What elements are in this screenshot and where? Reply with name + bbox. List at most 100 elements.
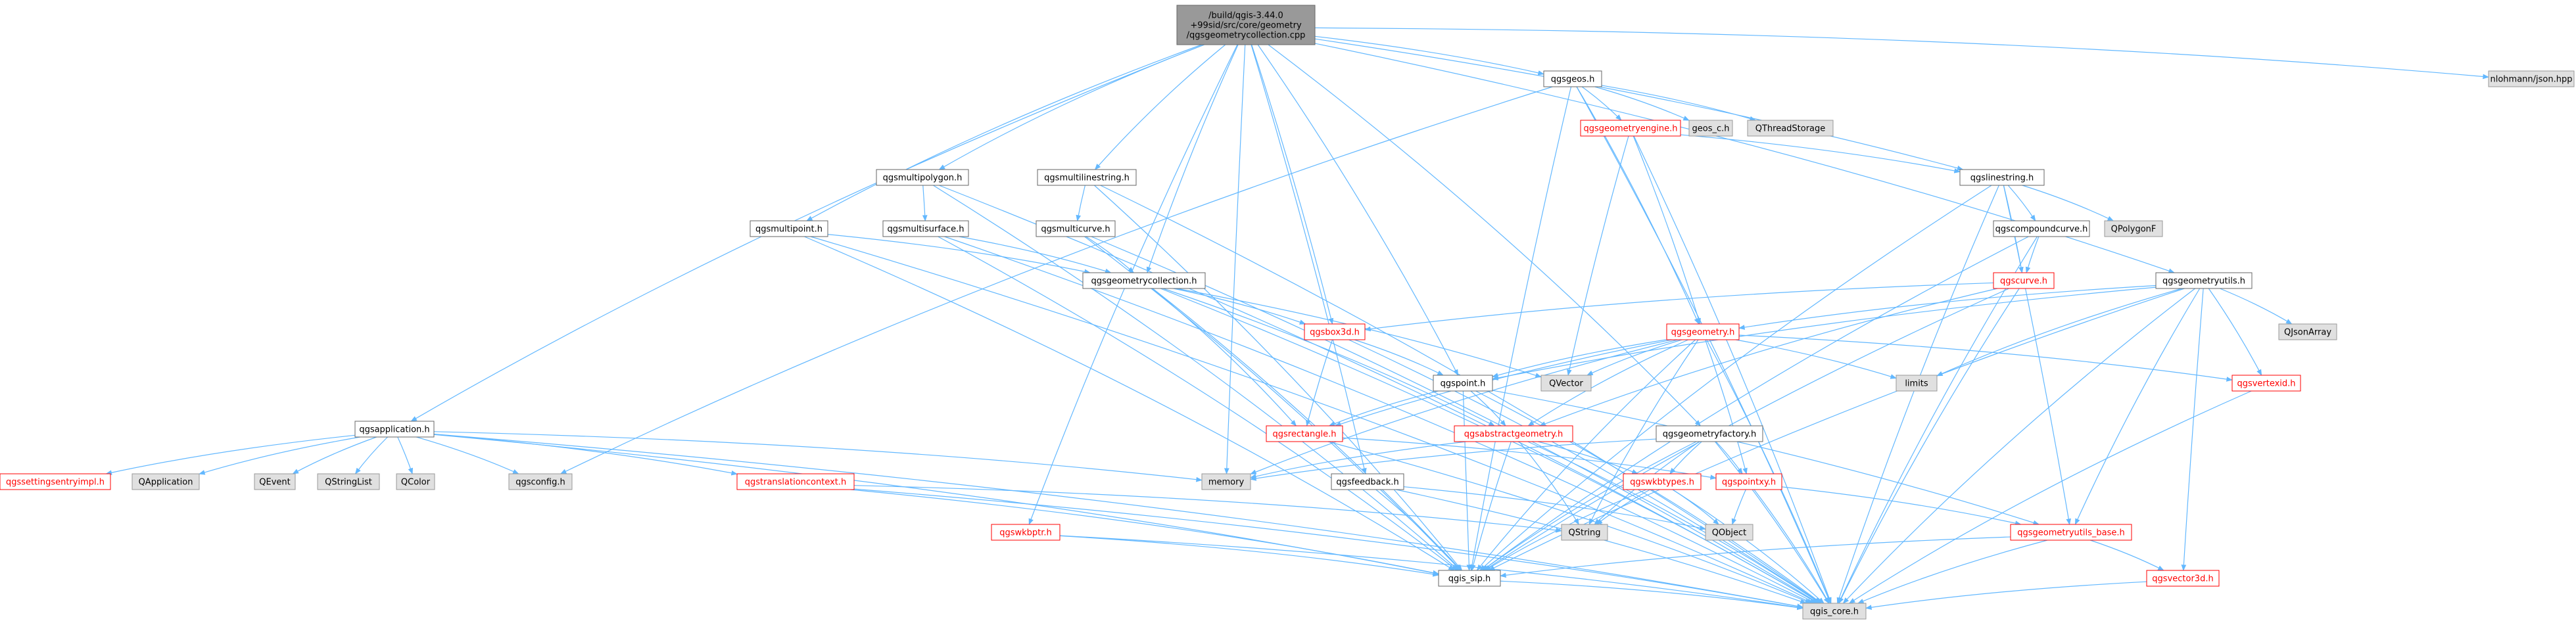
node-qgis_core[interactable]: qgis_core.h <box>1802 603 1867 620</box>
node-root[interactable]: /build/qgis-3.44.0+99sid/src/core/geomet… <box>1176 5 1316 45</box>
node-qgsrectangle[interactable]: qgsrectangle.h <box>1266 425 1343 442</box>
node-limits[interactable]: limits <box>1896 375 1938 392</box>
node-qgsmultipolygon[interactable]: qgsmultipolygon.h <box>876 169 969 186</box>
node-qstring[interactable]: QString <box>1561 524 1608 541</box>
node-qgsgeometryutils[interactable]: qgsgeometryutils.h <box>2155 272 2253 289</box>
node-qgsgeometry[interactable]: qgsgeometry.h <box>1666 323 1740 340</box>
edge-qgspoint-to-qgsgeometryutils_base <box>1492 390 2040 526</box>
node-label-qgsapplication: qgsapplication.h <box>359 425 429 435</box>
node-qgsgeometryengine[interactable]: qgsgeometryengine.h <box>1580 120 1681 137</box>
node-qgsabstractgeometry[interactable]: qgsabstractgeometry.h <box>1454 425 1573 442</box>
node-box-qcolor <box>396 473 435 490</box>
node-qjsonarray[interactable]: QJsonArray <box>2278 323 2337 340</box>
node-label-qgscurve: qgscurve.h <box>2000 277 2047 287</box>
node-qgslinestring[interactable]: qgslinestring.h <box>1959 169 2045 186</box>
edge-qgsabstractgeometry-to-qstring <box>1519 441 1579 525</box>
node-box-qgis_core <box>1802 603 1867 620</box>
edge-qgstranslationcontext-to-qstring <box>853 485 1562 533</box>
edge-qgsbox3d-to-qgis_core <box>1348 339 1821 604</box>
node-qthreadstorage[interactable]: QThreadStorage <box>1747 120 1834 137</box>
node-qgsfeedback[interactable]: qgsfeedback.h <box>1331 473 1404 490</box>
node-qgsmultilinestring[interactable]: qgsmultilinestring.h <box>1037 169 1137 186</box>
edge-qgsmultipolygon-to-qgis_sip <box>933 185 1460 571</box>
node-qgspointxy[interactable]: qgspointxy.h <box>1715 473 1782 490</box>
edge-qgsgeometryutils-to-qgsvertexid <box>2208 288 2262 376</box>
node-label-qthreadstorage: QThreadStorage <box>1755 124 1826 134</box>
node-qgsbox3d[interactable]: qgsbox3d.h <box>1304 323 1366 340</box>
node-label-nlohmann: nlohmann/json.hpp <box>2491 75 2573 85</box>
node-memory[interactable]: memory <box>1201 473 1251 490</box>
edge-qgsapplication-to-qcolor <box>397 436 413 474</box>
node-qpolygonf[interactable]: QPolygonF <box>2104 220 2163 237</box>
edge-qgsgeometry-to-qgspointxy <box>1705 339 1748 474</box>
node-qgsmultisurface[interactable]: qgsmultisurface.h <box>882 220 969 237</box>
edge-qgswkbtypes-to-qstring <box>1596 489 1650 525</box>
node-qevent[interactable]: QEvent <box>254 473 296 490</box>
edge-qgsgeometryutils-to-qgspoint <box>1492 287 2157 380</box>
edge-qgsgeometryfactory-to-qgspointxy <box>1715 441 1743 474</box>
node-qgsmulticurve[interactable]: qgsmulticurve.h <box>1036 220 1116 237</box>
node-qgswkbptr[interactable]: qgswkbptr.h <box>991 524 1061 541</box>
node-qgssettingsentryimpl[interactable]: qgssettingsentryimpl.h <box>0 473 111 490</box>
node-qgsgeometrycollection[interactable]: qgsgeometrycollection.h <box>1082 272 1206 289</box>
node-box-qgstranslationcontext <box>736 473 855 490</box>
node-box-qgsmultipoint <box>750 220 828 237</box>
edge-qgsfeedback-to-qobject <box>1403 486 1706 531</box>
node-box-qgsmultipolygon <box>876 169 969 186</box>
edge-qgsgeos-to-qgsgeometryengine <box>1581 86 1622 121</box>
edge-qgsgeometryutils_base-to-qgis_core <box>1857 540 2048 604</box>
edge-qgsgeometryutils_base-to-qgsvector3d <box>2089 540 2164 571</box>
node-label-qgsgeometryutils: qgsgeometryutils.h <box>2162 277 2245 287</box>
node-qgswkbtypes[interactable]: qgswkbtypes.h <box>1623 473 1702 490</box>
node-nlohmann[interactable]: nlohmann/json.hpp <box>2488 70 2575 87</box>
edge-qgscurve-to-qgis_core <box>1838 288 2020 604</box>
node-qstringlist[interactable]: QStringList <box>317 473 380 490</box>
edge-qgsgeometrycollection-to-qgsabstractgeometry <box>1162 288 1495 426</box>
edge-qgsgeometryutils-to-qgis_core <box>1842 288 2195 604</box>
node-qgsmultipoint[interactable]: qgsmultipoint.h <box>750 220 828 237</box>
node-box-qgsgeos <box>1543 70 1602 87</box>
edge-qgsgeometry-to-qvector <box>1586 339 1682 376</box>
node-qgsconfig[interactable]: qgsconfig.h <box>508 473 573 490</box>
edge-qgsabstractgeometry-to-memory <box>1250 441 1467 479</box>
node-label-qgsmultisurface: qgsmultisurface.h <box>888 225 965 235</box>
node-label-qgspoint: qgspoint.h <box>1441 379 1486 389</box>
node-label-qgsfeedback: qgsfeedback.h <box>1336 478 1398 488</box>
edge-qgsgeometry-to-qgsrectangle <box>1335 339 1673 426</box>
node-box-qgsgeometryfactory <box>1656 425 1763 442</box>
edge-qgsgeometryutils-to-qgsgeometry <box>1738 285 2157 330</box>
node-qapplication[interactable]: QApplication <box>131 473 200 490</box>
node-qgscompoundcurve[interactable]: qgscompoundcurve.h <box>1993 220 2090 237</box>
node-box-qgis_sip <box>1438 570 1501 587</box>
edge-root-to-qgsmultilinestring <box>1094 44 1226 170</box>
node-label-qgslinestring: qgslinestring.h <box>1970 173 2034 183</box>
node-qcolor[interactable]: QColor <box>396 473 435 490</box>
edge-qgsbox3d-to-qgsrectangle <box>1306 339 1333 426</box>
node-qgsgeometryfactory[interactable]: qgsgeometryfactory.h <box>1656 425 1763 442</box>
edge-qgsfeedback-to-qgis_core <box>1396 489 1807 604</box>
node-label-qgscompoundcurve: qgscompoundcurve.h <box>1995 225 2088 235</box>
node-qgsgeometryutils_base[interactable]: qgsgeometryutils_base.h <box>2010 524 2132 541</box>
edge-qgsmultisurface-to-qgsgeometrycollection <box>959 236 1112 274</box>
node-box-memory <box>1201 473 1251 490</box>
node-qvector[interactable]: QVector <box>1540 375 1592 392</box>
edge-qgscompoundcurve-to-qgscurve <box>2025 236 2039 273</box>
node-qobject[interactable]: QObject <box>1705 524 1753 541</box>
node-geos_c[interactable]: geos_c.h <box>1688 120 1733 137</box>
node-qgstranslationcontext[interactable]: qgstranslationcontext.h <box>736 473 855 490</box>
node-box-qapplication <box>131 473 200 490</box>
edge-root-to-qgsgeos <box>1314 35 1544 76</box>
node-qgscurve[interactable]: qgscurve.h <box>1993 272 2055 289</box>
edge-qgslinestring-to-qgis_core <box>1836 185 1999 604</box>
node-box-qgscompoundcurve <box>1993 220 2090 237</box>
edge-qgsgeos-to-geos_c <box>1594 86 1690 121</box>
node-qgsapplication[interactable]: qgsapplication.h <box>354 421 435 438</box>
node-qgspoint[interactable]: qgspoint.h <box>1433 375 1493 392</box>
node-box-qevent <box>254 473 296 490</box>
node-qgsgeos[interactable]: qgsgeos.h <box>1543 70 1602 87</box>
edge-qgswkbptr-to-qgis_sip <box>1059 535 1439 577</box>
node-qgis_sip[interactable]: qgis_sip.h <box>1438 570 1501 587</box>
edge-qgscurve-to-qgsbox3d <box>1364 282 1994 332</box>
node-qgsvertexid[interactable]: qgsvertexid.h <box>2231 375 2301 392</box>
node-qgsvector3d[interactable]: qgsvector3d.h <box>2146 570 2220 587</box>
